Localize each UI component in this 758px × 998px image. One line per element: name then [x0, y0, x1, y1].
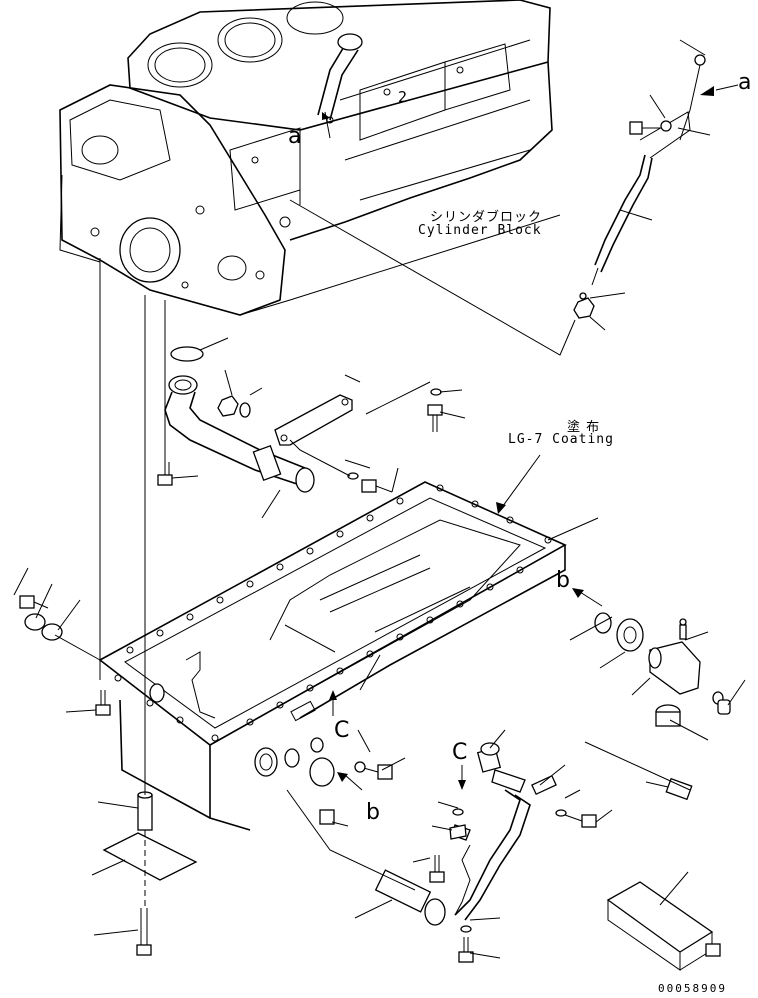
- cylinder-block: [59, 0, 561, 316]
- washer: [460, 925, 472, 933]
- bolt: [19, 595, 49, 609]
- ref-letter-a-right: a: [738, 70, 752, 95]
- figure-number: 00058909: [658, 982, 727, 995]
- dipstick: [591, 54, 706, 286]
- bracket: [274, 394, 353, 446]
- plug: [712, 691, 731, 715]
- bolt: [157, 462, 173, 486]
- leader-lines: [13, 39, 746, 959]
- bolt: [347, 472, 393, 493]
- suction-tube: [164, 375, 315, 493]
- bolt: [645, 777, 693, 801]
- heater: [606, 881, 721, 971]
- bolt: [458, 937, 474, 963]
- bolt: [629, 120, 672, 135]
- spacer: [137, 791, 153, 831]
- hose: [374, 869, 446, 926]
- cylinder-block-label-jp: シリンダブロック: [430, 210, 543, 225]
- washer: [24, 613, 46, 631]
- ref-letter-b-right: b: [556, 568, 570, 593]
- bolt: [136, 908, 152, 956]
- nut: [573, 292, 595, 319]
- pipe: [454, 789, 531, 921]
- plug: [476, 742, 502, 773]
- ref-letter-b-lower: b: [366, 800, 380, 825]
- bracket: [449, 824, 467, 840]
- spacer: [616, 618, 644, 652]
- o-ring: [594, 612, 612, 634]
- elbow: [648, 618, 701, 695]
- washer: [239, 402, 251, 418]
- oil-pan: [98, 481, 567, 831]
- ref-letter-c-left: C: [334, 718, 350, 743]
- callout-digit: 2: [398, 88, 409, 106]
- coating-label-en: LG-7 Coating: [508, 432, 614, 447]
- bolt: [429, 855, 445, 883]
- coating-label-jp: 塗 布: [567, 420, 601, 435]
- washer: [430, 388, 442, 396]
- washer: [354, 761, 366, 773]
- o-ring: [170, 346, 204, 362]
- bracket: [531, 774, 557, 796]
- cylinder-block-label-en: Cylinder Block: [418, 223, 542, 238]
- bolt: [427, 404, 443, 432]
- bolt: [555, 809, 597, 828]
- ref-letter-c-right: C: [452, 740, 468, 765]
- ref-letter-a-left: a: [288, 124, 302, 149]
- washer: [452, 808, 464, 816]
- nut: [217, 395, 239, 417]
- plate: [102, 832, 198, 881]
- bolt: [319, 809, 335, 825]
- bolt: [95, 690, 111, 716]
